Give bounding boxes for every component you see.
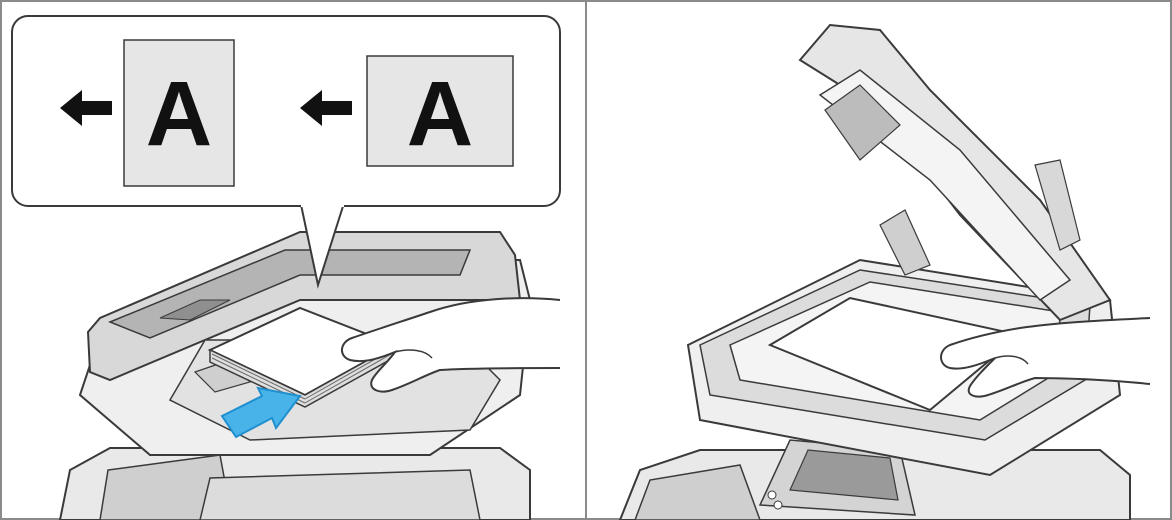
landscape-document: A xyxy=(367,56,513,166)
portrait-letter: A xyxy=(146,63,212,165)
copier-body xyxy=(60,448,530,520)
portrait-document: A xyxy=(124,40,234,186)
landscape-letter: A xyxy=(407,63,473,165)
orientation-callout: A A xyxy=(12,16,560,206)
